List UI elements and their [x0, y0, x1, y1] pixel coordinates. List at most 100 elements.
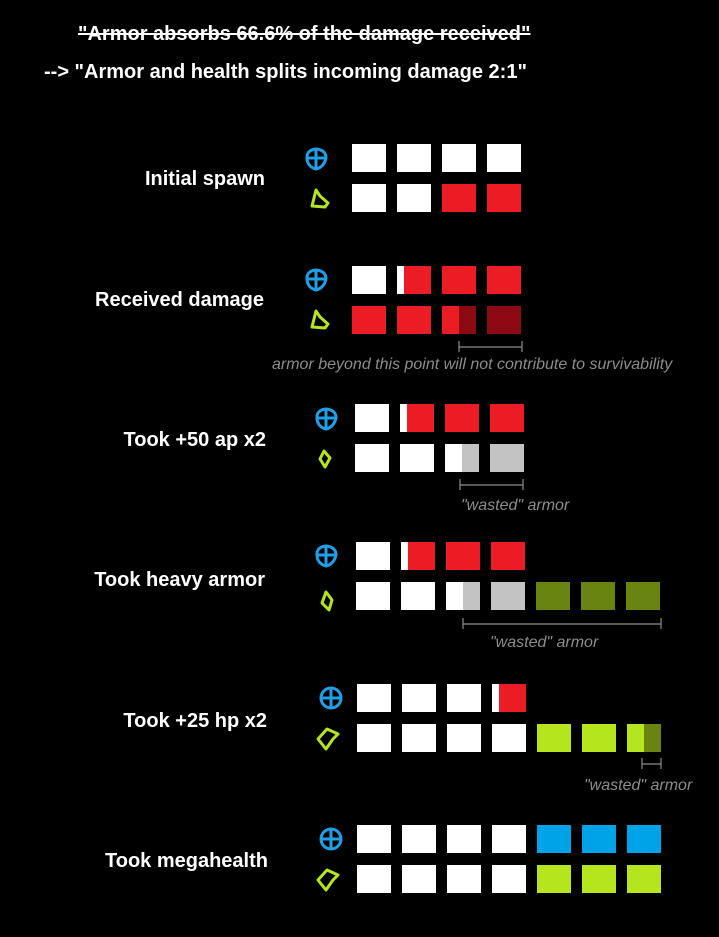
bar-segment [400, 404, 407, 432]
bar-segment [402, 724, 436, 752]
bar-segment [582, 865, 616, 893]
bar-block [446, 582, 480, 610]
bar-block [397, 144, 431, 172]
bar-segment [401, 542, 408, 570]
state-label-took-25-hp: Took +25 hp x2 [123, 710, 267, 732]
bar-segment [442, 144, 476, 172]
bar-segment [536, 582, 570, 610]
bar-block [492, 684, 526, 712]
bar-segment [447, 724, 481, 752]
bar-block [447, 865, 481, 893]
bracket [459, 479, 524, 490]
bar-segment [487, 144, 521, 172]
bar-block [355, 444, 389, 472]
bar-segment [490, 404, 524, 432]
bar-block [536, 582, 570, 610]
bar-block [492, 724, 526, 752]
bar-segment [492, 684, 499, 712]
bar-segment [442, 266, 476, 294]
struck-header: "Armor absorbs 66.6% of the damage recei… [78, 23, 531, 45]
bar-block [487, 266, 521, 294]
state-label-took-50-ap: Took +50 ap x2 [123, 429, 266, 451]
bar-segment [403, 266, 431, 294]
bar-block [352, 184, 386, 212]
bar-segment [463, 582, 480, 610]
bar-block [400, 444, 434, 472]
bar-segment [352, 144, 386, 172]
bar-block [402, 724, 436, 752]
bar-block [357, 724, 391, 752]
bar-block [537, 724, 571, 752]
bar-block [582, 865, 616, 893]
bar-segment [537, 865, 571, 893]
bar-block [356, 542, 390, 570]
bar-block [490, 444, 524, 472]
bar-segment [491, 582, 525, 610]
bar-block [492, 865, 526, 893]
bar-block [627, 825, 661, 853]
armor-icon [319, 686, 343, 710]
bar-segment [446, 582, 463, 610]
bar-segment [498, 684, 526, 712]
bar-segment [355, 404, 389, 432]
bar-block [582, 825, 616, 853]
bar-block [400, 404, 434, 432]
bar-block [487, 144, 521, 172]
bar-segment [459, 306, 476, 334]
bar-segment [447, 865, 481, 893]
bar-segment [491, 542, 525, 570]
bar-block [491, 542, 525, 570]
bar-segment [447, 684, 481, 712]
bar-segment [357, 825, 391, 853]
bar-segment [397, 266, 404, 294]
bar-block [445, 404, 479, 432]
health-icon [310, 309, 330, 330]
bar-segment [402, 825, 436, 853]
bar-block [402, 684, 436, 712]
bar-segment [356, 542, 390, 570]
bar-block [402, 865, 436, 893]
bar-block [352, 266, 386, 294]
note: "wasted" armor [584, 777, 693, 794]
bar-block [627, 724, 661, 752]
bar-block [627, 865, 661, 893]
state-label-received-damage: Received damage [95, 289, 264, 311]
bar-block [446, 542, 480, 570]
bar-segment [445, 404, 479, 432]
bar-segment [581, 582, 615, 610]
armor-icon [319, 827, 343, 851]
bar-segment [537, 825, 571, 853]
bar-block [537, 865, 571, 893]
bar-block [581, 582, 615, 610]
bar-block [491, 582, 525, 610]
bar-block [357, 825, 391, 853]
bar-segment [582, 724, 616, 752]
bar-segment [627, 724, 644, 752]
bar-segment [357, 865, 391, 893]
bar-segment [352, 266, 386, 294]
bar-segment [442, 306, 459, 334]
bar-block [487, 184, 521, 212]
bar-segment [627, 825, 661, 853]
bar-segment [357, 684, 391, 712]
health-icon [316, 868, 340, 892]
bar-segment [407, 542, 435, 570]
bar-block [445, 444, 479, 472]
bar-segment [446, 542, 480, 570]
bar-block [442, 144, 476, 172]
bar-block [352, 306, 386, 334]
bar-block [357, 684, 391, 712]
bar-segment [442, 184, 476, 212]
bar-segment [356, 582, 390, 610]
bar-segment [397, 184, 431, 212]
health-icon [316, 727, 340, 751]
bar-block [397, 266, 431, 294]
note: armor beyond this point will not contrib… [272, 356, 673, 373]
health-icon [310, 188, 330, 209]
state-label-took-megahealth: Took megahealth [105, 850, 268, 872]
bar-segment [402, 684, 436, 712]
bar-segment [400, 444, 434, 472]
bar-block [447, 825, 481, 853]
bar-block [397, 184, 431, 212]
bar-segment [490, 444, 524, 472]
